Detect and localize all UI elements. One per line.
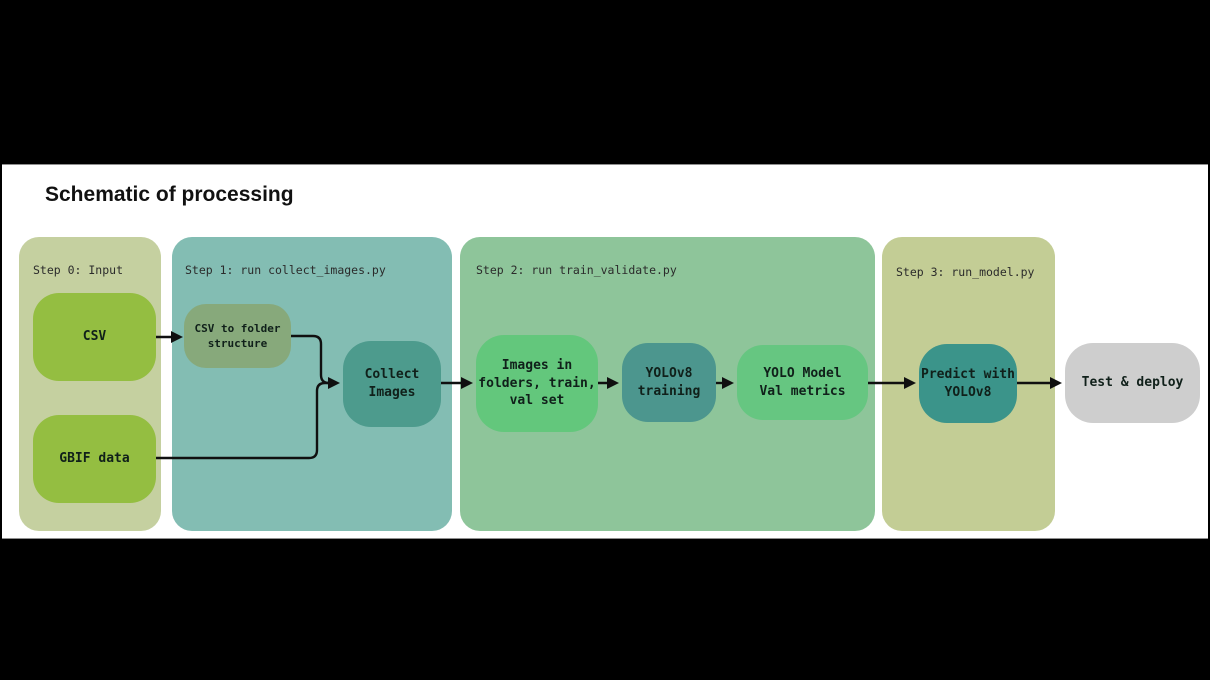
node-collect-images: Collect Images <box>343 341 441 427</box>
node-csv-to-folder-structure: CSV to folder structure <box>184 304 291 368</box>
panel-step3-label: Step 3: run_model.py <box>896 265 1035 279</box>
panel-step0-label: Step 0: Input <box>33 263 124 277</box>
node-images-in-folders: Images in folders, train, val set <box>476 335 598 432</box>
diagram-title: Schematic of processing <box>45 183 294 206</box>
node-yolo-model-val-metrics: YOLO Model Val metrics <box>737 345 868 420</box>
node-predict-with-yolov8: Predict with YOLOv8 <box>919 344 1017 423</box>
panel-step2-label: Step 2: run train_validate.py <box>476 263 677 277</box>
panel-step1-label: Step 1: run collect_images.py <box>185 263 386 277</box>
node-test-and-deploy: Test & deploy <box>1065 343 1200 423</box>
node-gbif-data: GBIF data <box>33 415 156 503</box>
node-yolov8-training: YOLOv8 training <box>622 343 716 422</box>
node-csv: CSV <box>33 293 156 381</box>
